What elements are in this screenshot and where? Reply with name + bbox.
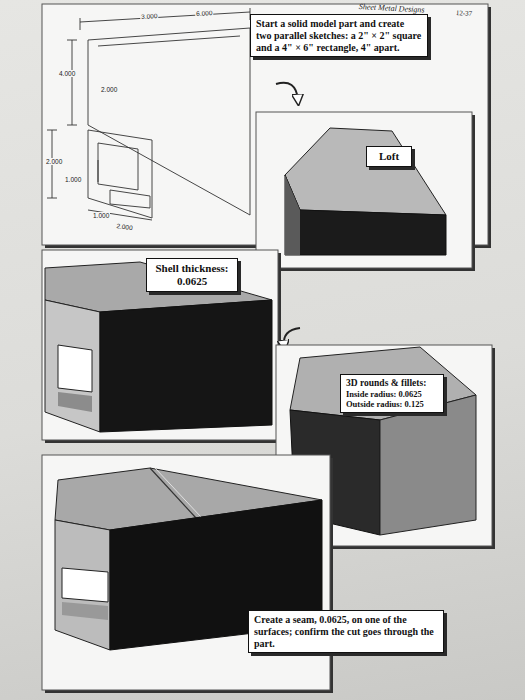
callout-text: Shell thickness: 0.0625: [152, 262, 232, 288]
instruction-callout: Start a solid model part and create two …: [250, 14, 428, 57]
step-callout: Loft: [366, 146, 412, 167]
dimension: 2.000: [100, 86, 118, 93]
callout-text: 3D rounds & fillets:: [346, 378, 438, 389]
dimension: 1.000: [92, 212, 110, 219]
dimension: 2.000: [115, 222, 134, 232]
dimension: 3.000: [140, 12, 159, 20]
step-callout: 3D rounds & fillets:Inside radius: 0.062…: [340, 374, 444, 413]
dimension: 1.000: [64, 176, 82, 183]
callout-detail: Inside radius: 0.0625: [346, 389, 438, 399]
instruction-callout: Create a seam, 0.0625, on one of the sur…: [248, 610, 444, 653]
page-number: 12-37: [455, 10, 474, 19]
callout-text: Loft: [372, 150, 406, 163]
step-callout: Shell thickness: 0.0625: [146, 258, 238, 292]
dimension: 2.000: [45, 158, 63, 165]
dimension: 6.000: [195, 9, 214, 17]
dimension: 4.000: [58, 70, 76, 77]
callout-detail: Outside radius: 0.125: [346, 399, 438, 409]
callout-text: Start a solid model part and create two …: [256, 18, 422, 53]
callout-text: Create a seam, 0.0625, on one of the sur…: [254, 614, 438, 649]
